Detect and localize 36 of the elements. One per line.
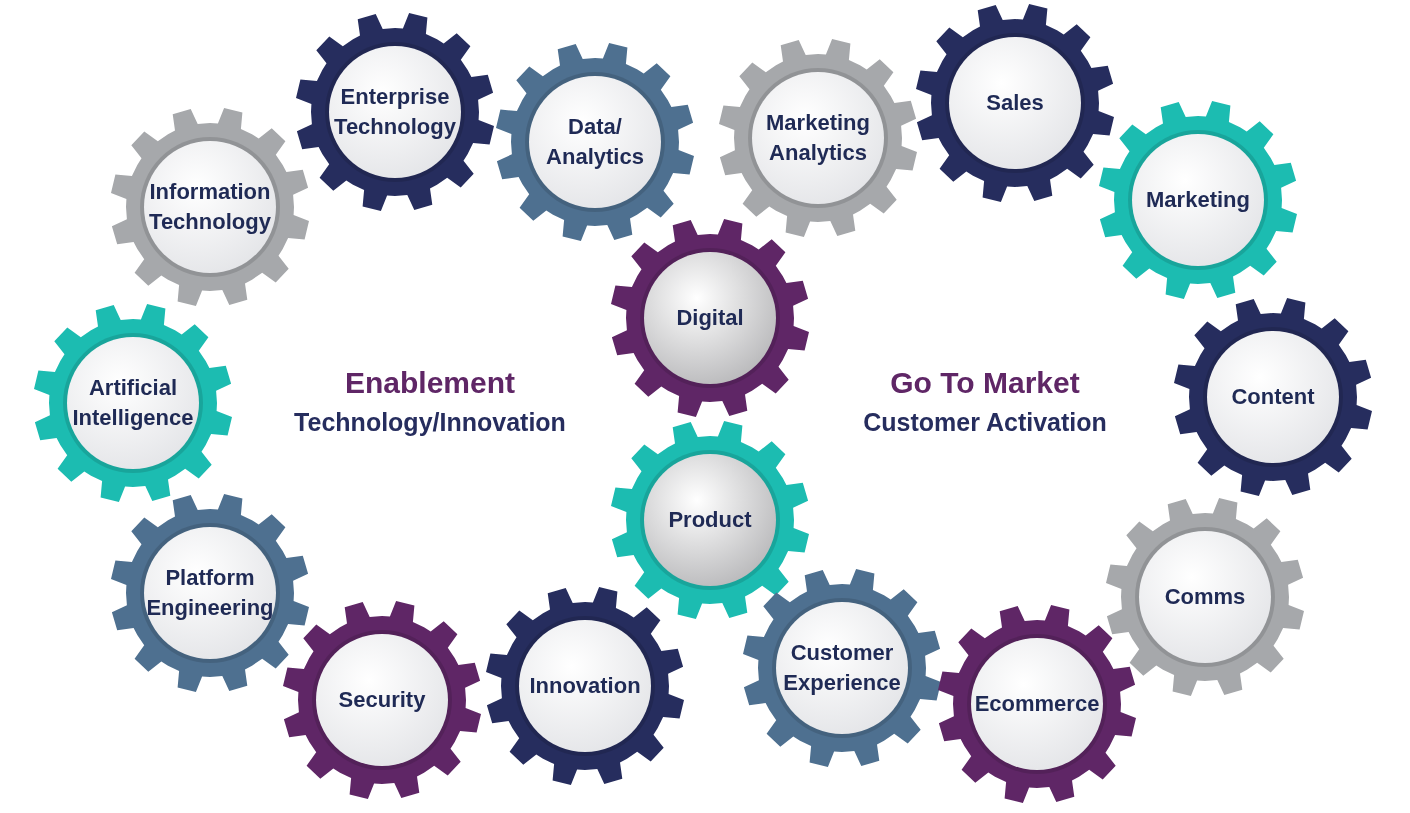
gear [495, 42, 695, 242]
gear [282, 600, 482, 800]
gear [33, 303, 233, 503]
gear [110, 107, 310, 307]
gear [610, 218, 810, 418]
gear-label: Marketing [1146, 186, 1250, 214]
gear-label: Customer Experience [782, 639, 902, 697]
group-heading: Enablement [345, 366, 515, 400]
gear-label: Marketing Analytics [765, 109, 871, 167]
group-subheading: Technology/Innovation [294, 408, 566, 437]
gear [1098, 100, 1298, 300]
gear-label: Enterprise Technology [333, 83, 457, 141]
gear-label: Platform Engineering [145, 564, 275, 622]
gear-label: Digital [676, 304, 744, 332]
gear-label: Comms [1164, 583, 1246, 611]
gear-label: Ecommerce [974, 690, 1100, 718]
gear [610, 420, 810, 620]
gear [295, 12, 495, 212]
gear-label: Information Technology [148, 178, 272, 236]
gear [1173, 297, 1373, 497]
gear-label: Sales [986, 89, 1044, 117]
gear-label: Artificial Intelligence [71, 374, 195, 432]
gear [110, 493, 310, 693]
gear-label: Content [1231, 383, 1315, 411]
gear [937, 604, 1137, 804]
gear-label: Data/ Analytics [545, 113, 645, 171]
group-heading: Go To Market [890, 366, 1080, 400]
gear [718, 38, 918, 238]
group-subheading: Customer Activation [863, 408, 1107, 437]
gear [485, 586, 685, 786]
gear-label: Product [668, 506, 752, 534]
gear [1105, 497, 1305, 697]
gear [915, 3, 1115, 203]
gear-label: Innovation [529, 672, 641, 700]
gear-label: Security [338, 686, 426, 714]
gear [742, 568, 942, 768]
